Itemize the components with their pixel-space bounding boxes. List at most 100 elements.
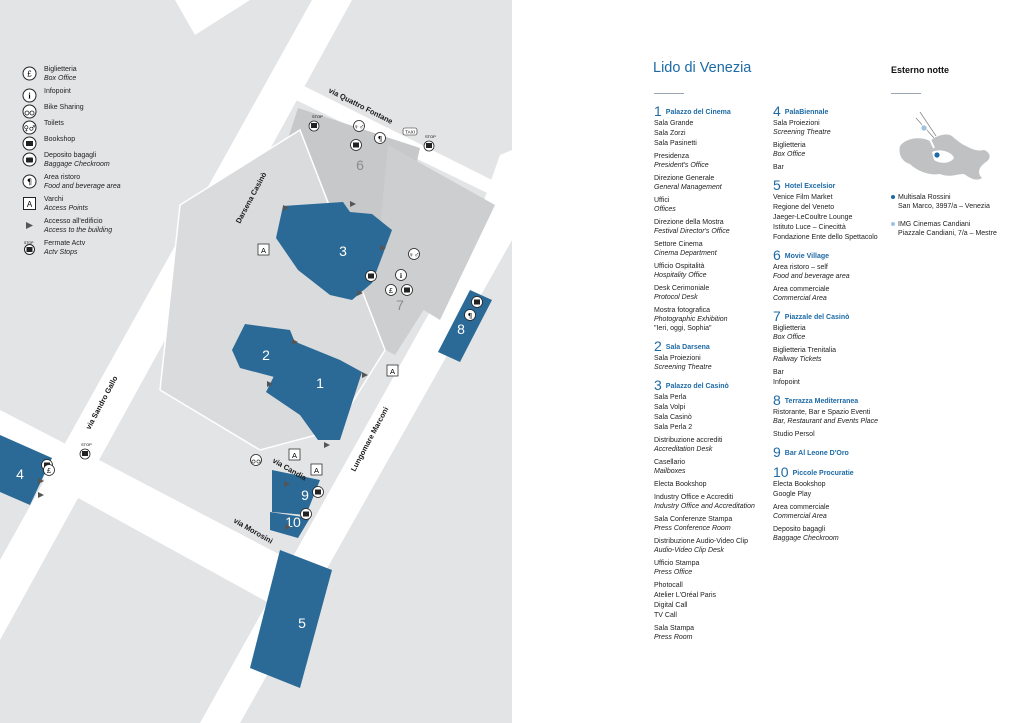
venue-name: Movie Village [784,253,830,260]
bike-icon-map [250,454,262,466]
access-points: A A A A [257,243,399,476]
svg-text:¶: ¶ [468,312,472,320]
venue-item: Fondazione Ente dello Spettacolo [773,233,891,242]
venue-item: TV Call [654,611,772,620]
venue-item-label: Atelier L'Oréal Paris [654,592,717,599]
svg-text:♀♂: ♀♂ [24,125,35,133]
venue-item-label: Biglietteria [773,325,806,332]
external-divider [891,93,921,94]
venue-item-translation: Cinema Department [654,250,717,257]
venue-dot-icon [891,195,895,199]
venue-item-label: Ufficio Stampa [654,560,700,567]
building-10-shape [270,512,310,538]
access-point-1: A [261,246,266,255]
venue-item-translation: Audio-Video Clip Desk [654,547,724,554]
venue-item-translation: Box Office [773,151,806,158]
svg-text:A: A [27,200,33,209]
venue-item-label: Sala Proiezioni [654,355,701,362]
venue-name: Palazzo del Cinema [665,109,731,116]
svg-text:STOP: STOP [425,134,436,139]
venue-item-translation: Press Office [654,569,693,576]
venue-item-label: Sala Pasinetti [654,140,697,147]
venue-item-label: Regione del Veneto [773,204,835,211]
bookshop-icon [22,136,37,151]
page-title: Lido di Venezia [653,60,752,76]
venue-item: Sala Perla 2 [654,423,772,432]
buildings [0,202,492,688]
venue-item-label: Fondazione Ente dello Spettacolo [773,234,878,241]
baggage-icon [22,152,37,167]
box-office-icon-map-4: £ [43,464,55,476]
venue-item-label: Biglietteria Trenitalia [773,347,837,354]
venue-item: Istituto Luce – Cinecittà [773,223,891,232]
venue-item-label: Deposito bagagli [773,526,826,533]
venue-item-translation: Box Office [773,334,806,341]
box-office-icon: £ [22,66,37,81]
venue-number: 1 [654,103,662,119]
venue-item: Regione del Veneto [773,203,891,212]
svg-text:£: £ [27,70,32,79]
venue-item-label: Sala Stampa [654,625,695,632]
rossini-marker [934,152,940,158]
venue-number: 10 [773,464,789,480]
venue-item-label: Sala Perla 2 [654,424,693,431]
building-access-icon [26,222,33,229]
venue-item-label: Sala Perla [654,394,687,401]
venue-item-label: Bar [773,164,784,171]
venue-item-label: Casellario [654,459,686,466]
venue-item-label: Distribuzione accrediti [654,437,723,444]
venue-item-label: Uffici [654,197,670,204]
venue-number: 8 [773,392,781,408]
building-label-1: 1 [316,375,324,391]
svg-text:STOP: STOP [312,114,323,119]
area-label-6: 6 [356,157,364,173]
toilets-icon-map-2: ♀♂ [408,248,420,260]
venue-name: Hotel Excelsior [784,183,836,190]
actv-stop-icon: STOP [24,241,35,255]
venue-item-label: Sala Conferenze Stampa [654,516,733,523]
external-venues-title: Esterno notte [891,65,950,75]
building-label-3: 3 [339,243,347,259]
road-top-corner [175,0,250,35]
infopoint-icon: i [22,88,37,103]
venue-item: Studio Persol [773,430,891,439]
toilets-icon-map: ♀♂ [353,120,365,132]
venue-item-translation: Mailboxes [654,468,686,475]
venue-name: Piccole Procuratie [792,470,854,477]
venue-number: 5 [773,177,781,193]
venue-name: Palazzo del Casinò [665,383,729,390]
venue-item: Sala Grande [654,119,772,128]
svg-text:♀♂: ♀♂ [354,124,365,131]
venue-item-label: Presidenza [654,153,690,160]
building-5-shape [250,550,332,688]
venue-item: Google Play [773,490,891,499]
venue-item-translation: Railway Tickets [773,356,822,363]
venue-item-label: Area ristoro – self [773,264,828,271]
venue-item-translation: Press Conference Room [654,525,731,532]
building-label-9: 9 [301,487,309,503]
venue-item: Bar [773,368,891,377]
venue-item-label: Desk Cerimoniale [654,285,710,292]
